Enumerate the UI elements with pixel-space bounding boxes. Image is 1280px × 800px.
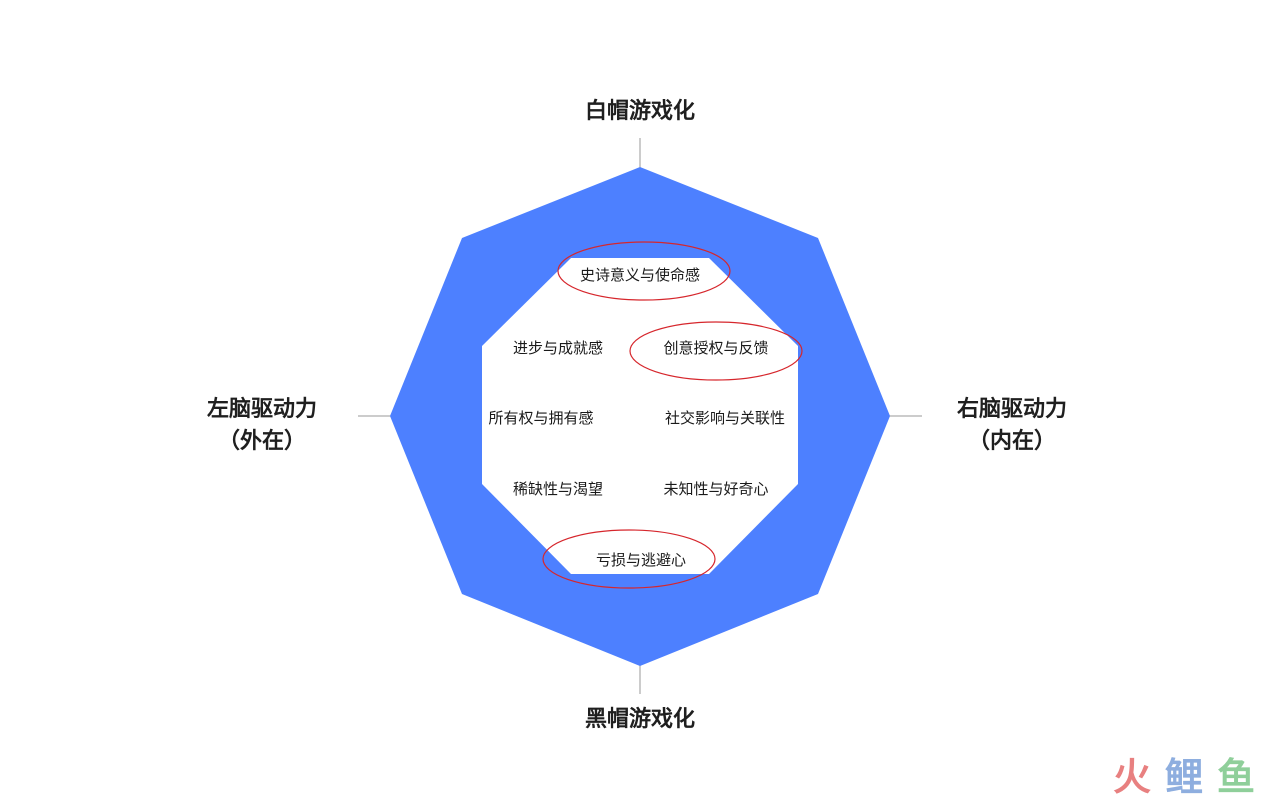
drive-social-influence: 社交影响与关联性	[665, 409, 785, 427]
logo-char-1: 火	[1113, 755, 1151, 799]
drive-scarcity: 稀缺性与渴望	[513, 480, 603, 498]
axis-label-right-sub: （内在）	[968, 428, 1056, 454]
logo-char-2: 鲤	[1165, 755, 1203, 799]
inner-octagon	[482, 258, 798, 574]
axis-label-bottom: 黑帽游戏化	[585, 706, 695, 732]
axis-label-left: 左脑驱动力	[207, 396, 317, 422]
drive-epic-meaning: 史诗意义与使命感	[580, 266, 700, 284]
axis-label-top: 白帽游戏化	[585, 98, 695, 124]
highlight-ring-loss-avoidance	[542, 529, 716, 589]
drive-unpredictability: 未知性与好奇心	[663, 480, 768, 498]
drive-ownership: 所有权与拥有感	[488, 409, 593, 427]
drive-empowerment: 创意授权与反馈	[663, 339, 768, 357]
axis-label-right: 右脑驱动力	[957, 396, 1067, 422]
logo-char-3: 鱼	[1217, 755, 1255, 799]
drive-accomplishment: 进步与成就感	[513, 339, 603, 357]
logo-watermark: 火 鲤 鱼	[1113, 755, 1255, 799]
axis-label-left-sub: （外在）	[218, 428, 306, 454]
highlight-ring-empowerment	[629, 321, 803, 381]
drive-loss-avoidance: 亏损与逃避心	[596, 551, 686, 569]
highlight-ring-epic-meaning	[557, 241, 731, 301]
